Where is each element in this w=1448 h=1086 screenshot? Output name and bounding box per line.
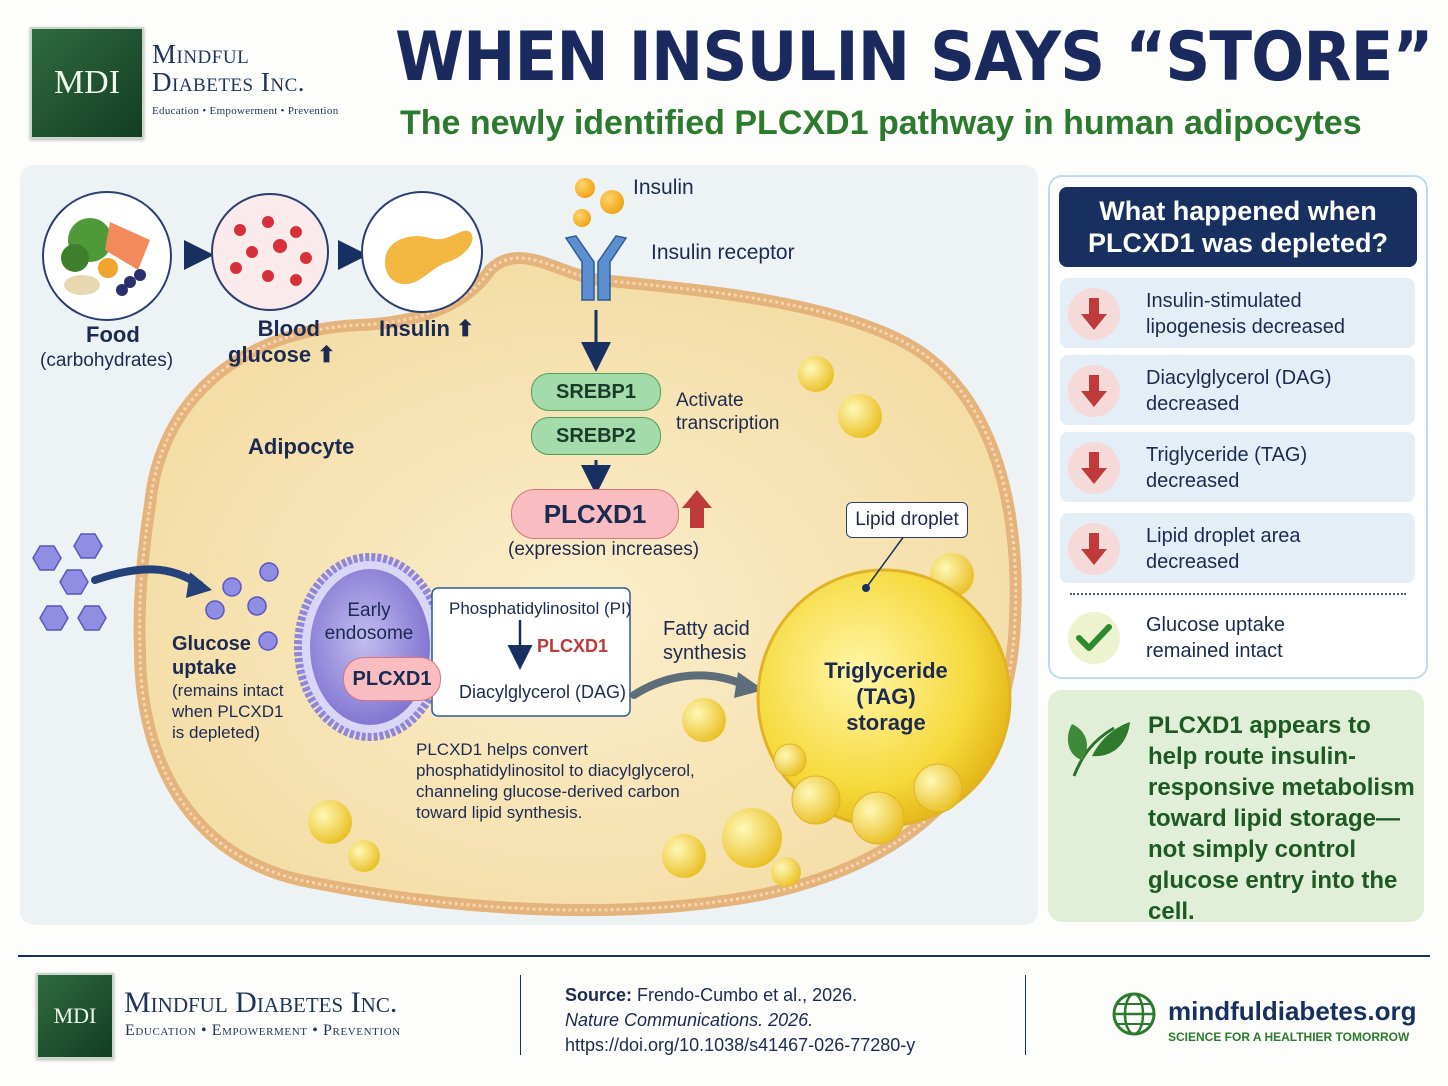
tag-storage-droplet-icon (756, 568, 1012, 845)
page-subtitle: The newly identified PLCXD1 pathway in h… (400, 104, 1362, 142)
endosome-plcxd1-pill: PLCXD1 (343, 657, 441, 701)
result-row: Triglyceride (TAG)decreased (1060, 432, 1415, 502)
dag-label: Diacylglycerol (DAG) (459, 682, 627, 702)
footer-brand: Mindful Diabetes Inc. (124, 986, 398, 1019)
glucose-uptake-label: Glucose uptake (172, 633, 251, 679)
expression-label: (expression increases) (508, 539, 700, 560)
dotted-divider (1070, 593, 1406, 595)
enzyme-label: PLCXD1 (537, 636, 609, 656)
insulin-receptor-icon (564, 235, 628, 301)
glucose-note: (remains intact when PLCXD1 is depleted) (172, 681, 284, 742)
lipid-droplets (308, 356, 974, 887)
food-plate-icon (42, 191, 172, 321)
srebp1-pill: SREBP1 (531, 373, 661, 411)
early-endosome-label: Early endosome (324, 600, 414, 644)
website-link[interactable]: mindfuldiabetes.org (1168, 996, 1417, 1026)
pathway-explanation: PLCXD1 helps convert phosphatidylinosito… (416, 740, 695, 822)
down-arrow-icon (1068, 365, 1120, 417)
mdi-logo: MDI (30, 27, 144, 139)
result-row: Diacylglycerol (DAG)decreased (1060, 355, 1415, 425)
food-sub-label: (carbohydrates) (40, 350, 174, 371)
pancreas-icon (361, 191, 483, 313)
doi-link[interactable]: https://doi.org/10.1038/s41467-026-77280… (565, 1035, 916, 1055)
footer-tagline: Education • Empowerment • Prevention (125, 1022, 401, 1039)
tag-storage-label: Triglyceride (TAG) storage (824, 658, 948, 735)
fatty-acid-label: Fatty acid synthesis (663, 618, 750, 664)
brand-tagline: Education • Empowerment • Prevention (152, 105, 339, 117)
down-arrow-icon (1068, 523, 1120, 575)
blood-glucose-icon (211, 193, 329, 311)
conclusion-text: PLCXD1 appears to help route insulin-res… (1148, 712, 1415, 925)
page-title: WHEN INSULIN SAYS “STORE” (395, 18, 1434, 97)
early-endosome-icon (294, 553, 446, 741)
insulin-molecules-icon (573, 178, 624, 227)
lipid-droplet-callout: Lipid droplet (846, 502, 968, 538)
footer-separator (1025, 975, 1026, 1055)
adipocyte-label: Adipocyte (248, 434, 355, 459)
footer-separator (520, 975, 521, 1055)
source-citation: Source: Frendo-Cumbo et al., 2026. Natur… (565, 983, 915, 1058)
brand-name: Mindful Diabetes Inc. (152, 39, 305, 97)
insulin-receptor-label: Insulin receptor (651, 241, 795, 264)
footer-logo: MDI (36, 973, 114, 1059)
blood-glucose-label: Blood glucose ⬆ (228, 316, 336, 367)
activate-transcription-label: Activate transcription (676, 390, 780, 434)
insulin-label: Insulin (633, 176, 694, 199)
down-arrow-icon (1068, 288, 1120, 340)
srebp2-pill: SREBP2 (531, 417, 661, 455)
check-icon (1068, 612, 1120, 664)
food-label: Food (86, 322, 140, 347)
increase-arrow-icon (682, 490, 712, 528)
website-tagline: SCIENCE FOR A HEALTHIER TOMORROW (1168, 1030, 1410, 1044)
pathway-diagram (32, 178, 1022, 917)
glucose-molecules-icon (32, 533, 107, 631)
globe-icon (1112, 992, 1156, 1036)
leaf-icon (1067, 722, 1130, 777)
footer-rule (18, 955, 1430, 957)
pi-label: Phosphatidylinositol (PI) (449, 599, 632, 618)
insulin-level-label: Insulin ⬆ (379, 316, 475, 341)
glucose-inside-icon (205, 562, 279, 651)
down-arrow-icon (1068, 442, 1120, 494)
plcxd1-main-pill: PLCXD1 (511, 489, 679, 539)
